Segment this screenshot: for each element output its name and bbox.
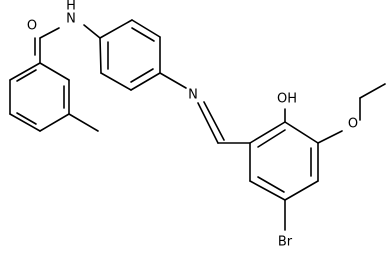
bond: [9, 113, 41, 132]
bond: [131, 19, 161, 38]
bond: [249, 121, 286, 144]
bond: [100, 72, 132, 91]
bond: [359, 83, 386, 99]
bond: [203, 101, 225, 141]
bond: [68, 113, 99, 132]
atom-labels: O N H N OH O Br: [27, 0, 358, 250]
amide-hydrogen-label: H: [66, 0, 76, 14]
amide-group: [34, 24, 101, 64]
bond: [39, 27, 60, 39]
bond: [159, 72, 187, 89]
bond: [99, 37, 102, 74]
bond: [99, 19, 133, 39]
bromine-label: Br: [278, 235, 293, 250]
bond: [130, 68, 154, 83]
bond: [16, 112, 37, 125]
bond: [9, 62, 41, 81]
bond: [317, 130, 343, 144]
substituents: [284, 83, 386, 231]
phenylene-ring: [99, 19, 161, 91]
amide-nitrogen-label: N: [66, 12, 76, 27]
bond: [249, 180, 286, 201]
salicyl-ring: [249, 121, 319, 201]
bond: [39, 62, 70, 81]
toluoyl-ring: [9, 62, 99, 132]
bond: [130, 72, 161, 91]
imine-group: [159, 72, 251, 144]
bond: [16, 69, 37, 82]
bond: [284, 180, 319, 201]
carbonyl-oxygen-label: O: [27, 19, 37, 34]
bond: [197, 102, 219, 144]
bond: [284, 121, 319, 144]
bond: [83, 24, 101, 39]
bond: [257, 176, 285, 193]
bond: [131, 27, 155, 42]
bond: [257, 129, 286, 148]
bond: [39, 113, 70, 132]
ether-oxygen-label: O: [348, 117, 358, 132]
hydroxyl-label: OH: [277, 92, 297, 107]
imine-nitrogen-label: N: [188, 88, 198, 103]
